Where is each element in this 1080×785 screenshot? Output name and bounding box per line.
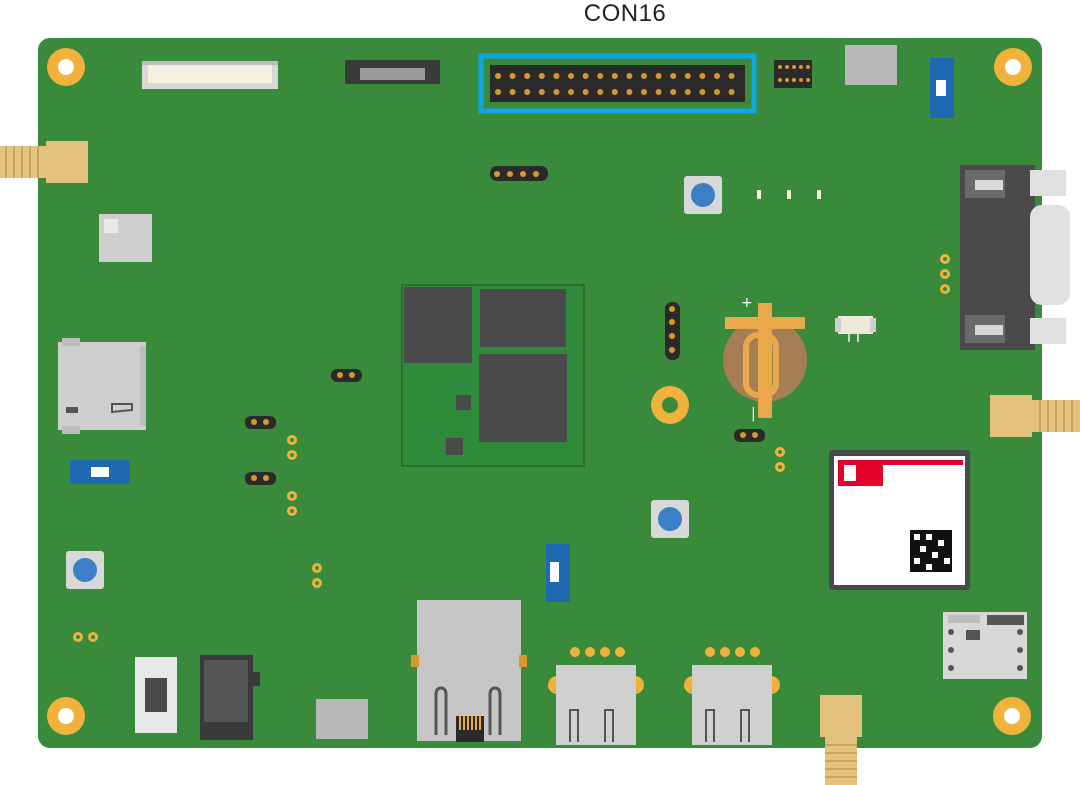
dip-switch-left[interactable]: [70, 460, 130, 484]
pad-pairs: [73, 435, 785, 642]
con16-pin: [641, 89, 647, 95]
gray-block-top: [845, 45, 897, 85]
mounting-hole-top-left: [47, 48, 85, 86]
small-jst-connector: [835, 316, 876, 342]
con16-pin: [524, 89, 531, 95]
sma-right: [990, 395, 1080, 437]
pin-header-2c: [245, 472, 276, 485]
usb-port-1: [548, 647, 644, 745]
con16-pin: [728, 73, 735, 79]
sma-bottom: [820, 695, 862, 785]
con16-pin: [670, 89, 677, 95]
con16-pin: [728, 89, 735, 95]
con16-pin: [684, 73, 691, 79]
small-header-top: [774, 60, 812, 88]
con16-pin: [553, 73, 560, 79]
con16-pin: [699, 73, 706, 79]
con16-pin: [626, 89, 633, 95]
push-button-top[interactable]: [684, 176, 722, 214]
con16-pin: [684, 89, 691, 95]
mounting-hole-bottom-right: [993, 697, 1031, 735]
con16-pin: [714, 89, 720, 95]
con16-pin: [495, 89, 501, 95]
con16-pin: [509, 73, 516, 79]
con16-pin: [568, 73, 574, 79]
usb-port-2: [684, 647, 780, 745]
con16-pin: [597, 89, 604, 95]
battery-minus-mark: |: [751, 406, 756, 422]
con16-pin: [597, 73, 604, 79]
con16-pin: [611, 89, 618, 95]
con16-pin: [495, 73, 501, 79]
con16-pin: [655, 73, 662, 79]
push-button-left[interactable]: [66, 551, 104, 589]
con16-pin: [655, 89, 662, 95]
dip-switch-center[interactable]: [546, 544, 570, 602]
dip-switch-top-right[interactable]: [930, 58, 954, 118]
battery-plus-mark: +: [741, 295, 753, 311]
con16-pin: [553, 89, 560, 95]
mounting-hole-center: [651, 386, 689, 424]
con16-pin: [699, 89, 706, 95]
pin-header-2b: [245, 416, 276, 429]
pin-header-2a: [331, 369, 362, 382]
pads-db9: [940, 254, 950, 294]
fpc-connector-1: [142, 61, 278, 89]
push-button-right[interactable]: [651, 500, 689, 538]
dc-jack: [200, 655, 260, 740]
con16-pin: [509, 89, 516, 95]
con16-pin: [670, 73, 677, 79]
gray-block-bottom: [316, 699, 368, 739]
coin-cell-battery: + |: [723, 295, 807, 422]
con16-pin: [568, 89, 574, 95]
led-indicators: [757, 190, 821, 199]
mounting-hole-top-right: [994, 48, 1032, 86]
slide-switch[interactable]: [135, 657, 177, 733]
con16-pin: [641, 73, 647, 79]
con16-pin: [714, 73, 720, 79]
con16-pin: [626, 73, 633, 79]
db9-connector: [960, 165, 1070, 350]
header-con16: [478, 53, 757, 114]
con16-pin: [538, 73, 545, 79]
mounting-hole-bottom-left: [47, 697, 85, 735]
con16-pin: [524, 73, 531, 79]
pin-header-4: [490, 166, 548, 181]
qr-module: [99, 214, 152, 262]
pin-header-2d: [734, 429, 765, 442]
som-module: [401, 284, 585, 467]
fpc-connector-2: [345, 60, 440, 84]
con16-label: CON16: [583, 0, 667, 27]
con16-pin: [582, 73, 589, 79]
ethernet-jack: [411, 600, 527, 742]
con16-pin: [538, 89, 545, 95]
sma-left: [0, 141, 88, 183]
pin-header-vertical: [665, 302, 680, 360]
con16-pin: [582, 89, 589, 95]
sim-card-slot: [943, 612, 1027, 679]
con16-pin: [611, 73, 618, 79]
sd-card-slot: [58, 338, 146, 434]
qr-card-module: [829, 450, 970, 590]
